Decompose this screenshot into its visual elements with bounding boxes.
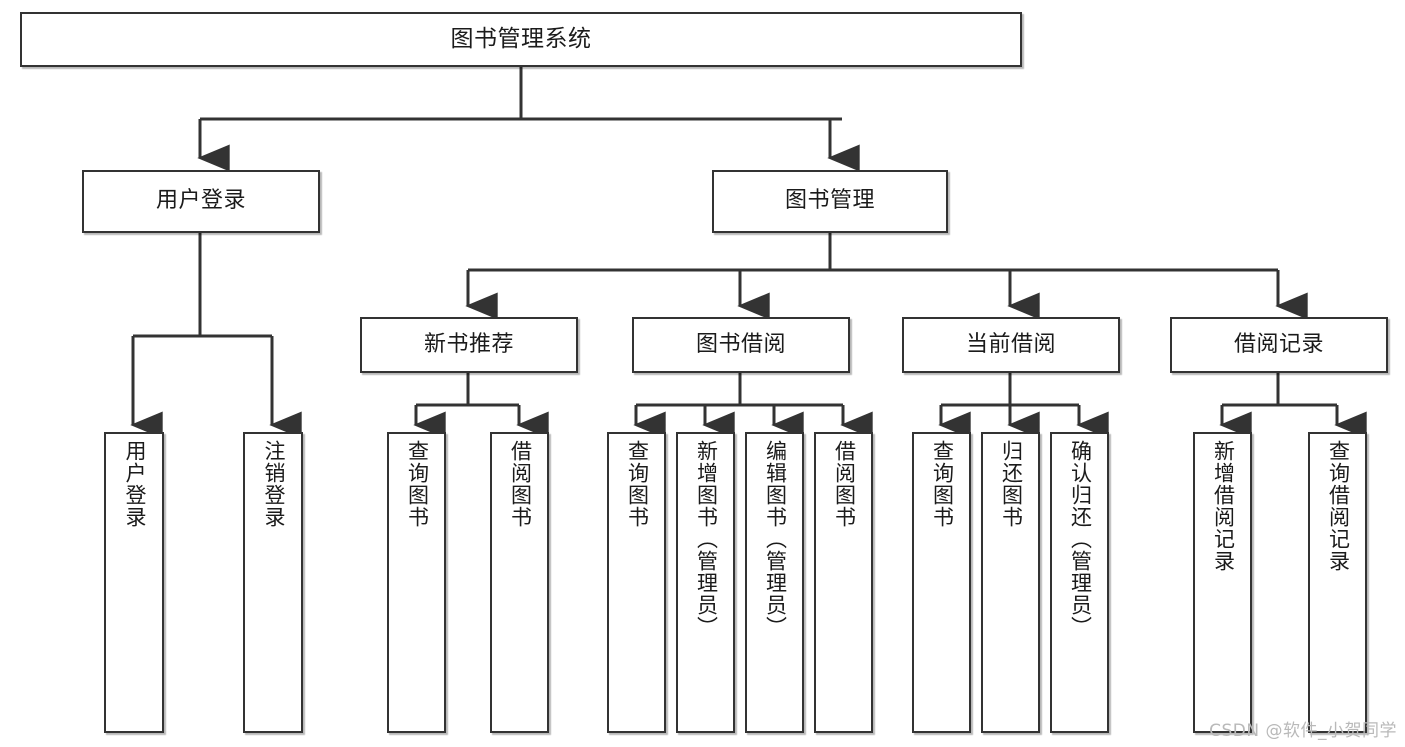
node-leaf-current-borrow-query[interactable]: 查询图书 (912, 432, 971, 733)
node-leaf-new-book-query[interactable]: 查询图书 (387, 432, 446, 733)
node-label: 查询图书 (930, 440, 955, 528)
node-label: 查询图书 (625, 440, 650, 528)
node-leaf-book-borrow-edit[interactable]: 编辑图书（管理员） (745, 432, 804, 733)
node-label: 图书管理系统 (450, 25, 592, 52)
node-leaf-user-login-logout[interactable]: 注销登录 (243, 432, 303, 733)
node-label: 确认归还（管理员） (1068, 440, 1093, 638)
node-leaf-book-borrow-borrow[interactable]: 借阅图书 (814, 432, 873, 733)
node-leaf-book-borrow-add[interactable]: 新增图书（管理员） (676, 432, 735, 733)
node-label: 查询图书 (405, 440, 430, 528)
node-leaf-current-borrow-confirm-return[interactable]: 确认归还（管理员） (1050, 432, 1109, 733)
node-label: 新增借阅记录 (1211, 440, 1236, 572)
node-leaf-current-borrow-return[interactable]: 归还图书 (981, 432, 1040, 733)
node-label: 查询借阅记录 (1326, 440, 1351, 572)
node-label: 归还图书 (999, 440, 1024, 528)
node-label: 图书管理 (784, 188, 875, 214)
node-leaf-new-book-borrow[interactable]: 借阅图书 (490, 432, 549, 733)
node-label: 借阅图书 (508, 440, 533, 528)
node-label: 当前借阅 (965, 331, 1056, 357)
node-root-book-management-system[interactable]: 图书管理系统 (20, 12, 1022, 67)
node-leaf-book-borrow-query[interactable]: 查询图书 (607, 432, 666, 733)
node-leaf-borrow-record-add[interactable]: 新增借阅记录 (1193, 432, 1252, 733)
node-book-borrow[interactable]: 图书借阅 (632, 317, 850, 373)
watermark: CSDN @软件_小贺同学 (1209, 721, 1397, 741)
node-label: 图书借阅 (695, 331, 786, 357)
node-label: 用户登录 (122, 440, 147, 528)
node-label: 新书推荐 (423, 331, 514, 357)
node-label: 编辑图书（管理员） (763, 440, 788, 638)
node-book-management[interactable]: 图书管理 (712, 170, 948, 233)
node-user-login[interactable]: 用户登录 (82, 170, 320, 233)
node-label: 借阅图书 (832, 440, 857, 528)
node-label: 注销登录 (261, 440, 286, 528)
node-label: 用户登录 (155, 188, 246, 214)
node-borrow-record[interactable]: 借阅记录 (1170, 317, 1388, 373)
node-label: 新增图书（管理员） (694, 440, 719, 638)
node-new-book-recommend[interactable]: 新书推荐 (360, 317, 578, 373)
node-label: 借阅记录 (1233, 331, 1324, 357)
node-current-borrow[interactable]: 当前借阅 (902, 317, 1120, 373)
node-leaf-borrow-record-query[interactable]: 查询借阅记录 (1308, 432, 1367, 733)
node-leaf-user-login-login[interactable]: 用户登录 (104, 432, 164, 733)
